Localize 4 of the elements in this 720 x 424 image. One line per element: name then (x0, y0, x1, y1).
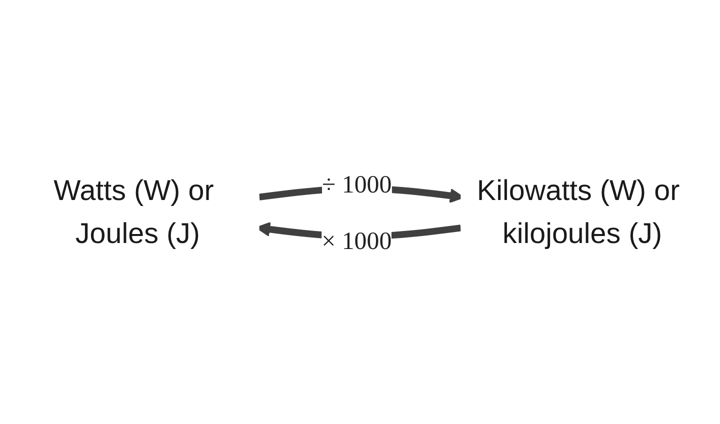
node-text: Watts (W) or Joules (J) (54, 174, 214, 250)
edge-label: ÷ 1000 (322, 170, 392, 198)
edge-label: × 1000 (322, 226, 392, 254)
node-text: Kilowatts (W) or kilojoules (J) (476, 174, 680, 250)
